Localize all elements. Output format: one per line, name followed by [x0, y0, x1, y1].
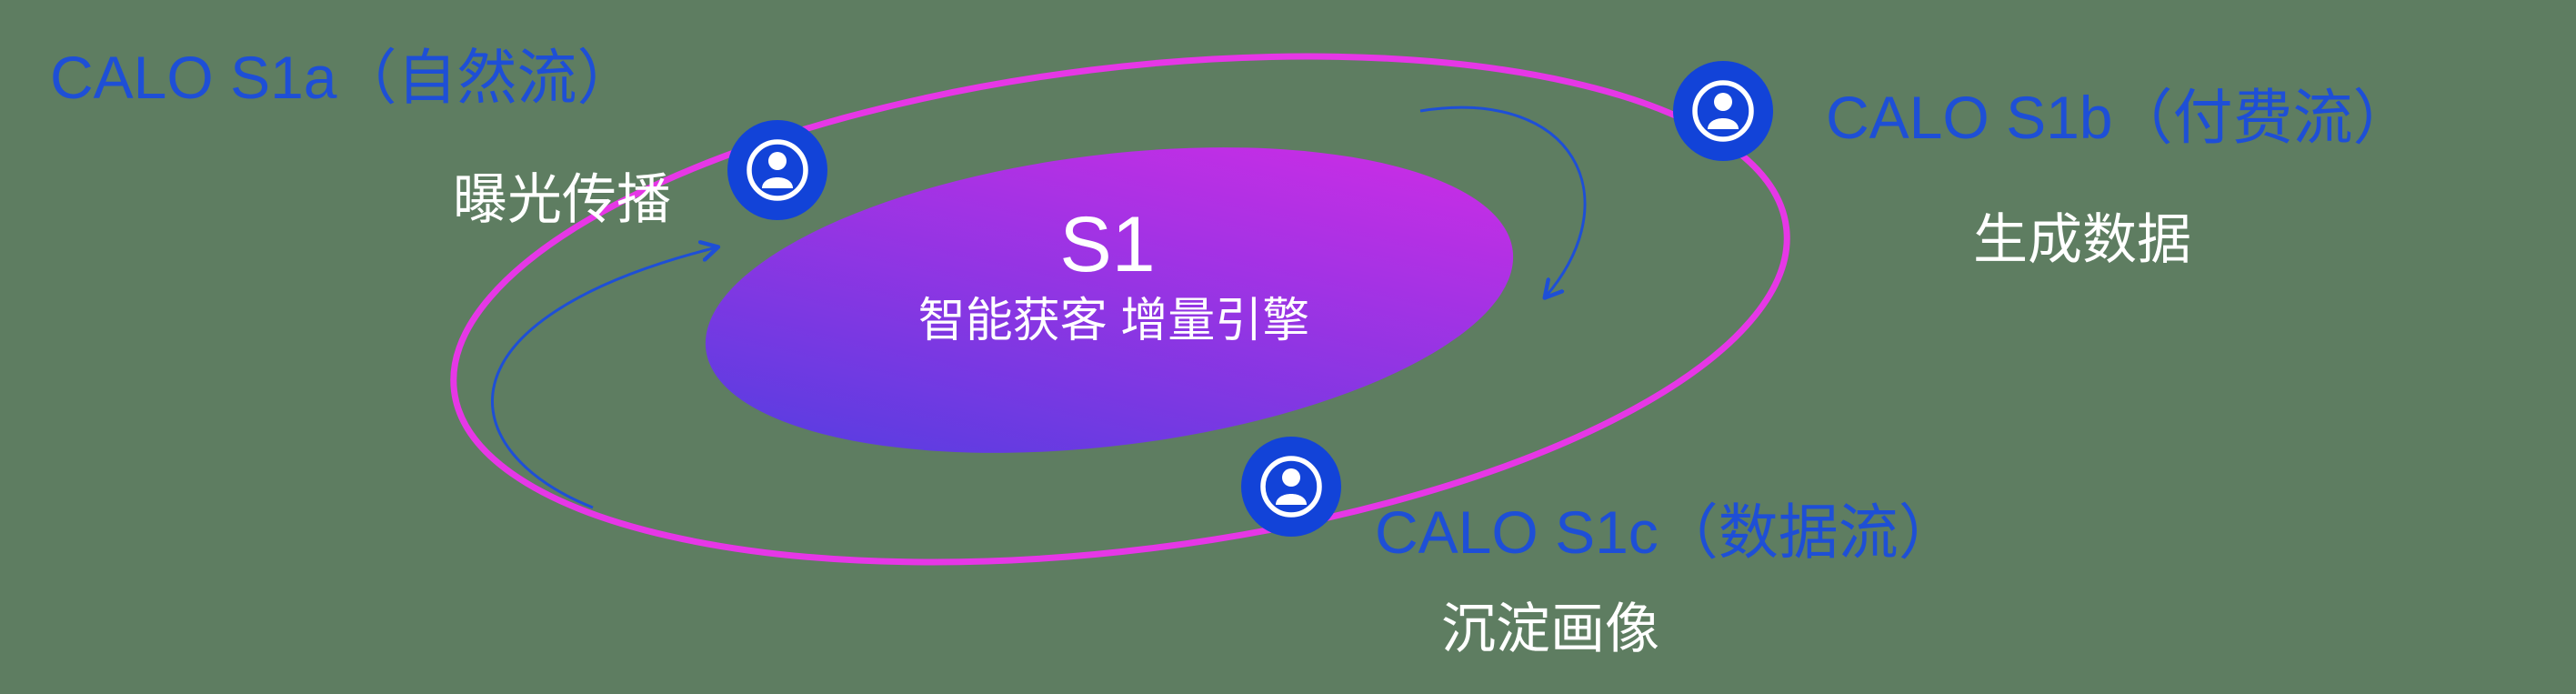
label-s1a: CALO S1a（自然流）: [50, 44, 637, 111]
node-s1c: [1241, 437, 1341, 537]
core-title: S1: [1059, 201, 1155, 288]
core-ellipse: [705, 147, 1514, 453]
flow-arrow-left: [491, 247, 717, 509]
orbit-ring: [450, 53, 1790, 566]
sublabel-s1a: 曝光传播: [453, 169, 671, 230]
sublabel-s1c: 沉淀画像: [1441, 598, 1659, 659]
node-s1a: [727, 120, 827, 220]
node-s1b: [1673, 61, 1773, 161]
label-s1b: CALO S1b（付费流）: [1826, 84, 2413, 151]
label-s1c: CALO S1c（数据流）: [1375, 498, 1959, 566]
core-subtitle: 智能获客 增量引擎: [918, 295, 1309, 347]
flow-arrow-right: [1419, 106, 1587, 297]
sublabel-s1b: 生成数据: [1973, 209, 2191, 270]
